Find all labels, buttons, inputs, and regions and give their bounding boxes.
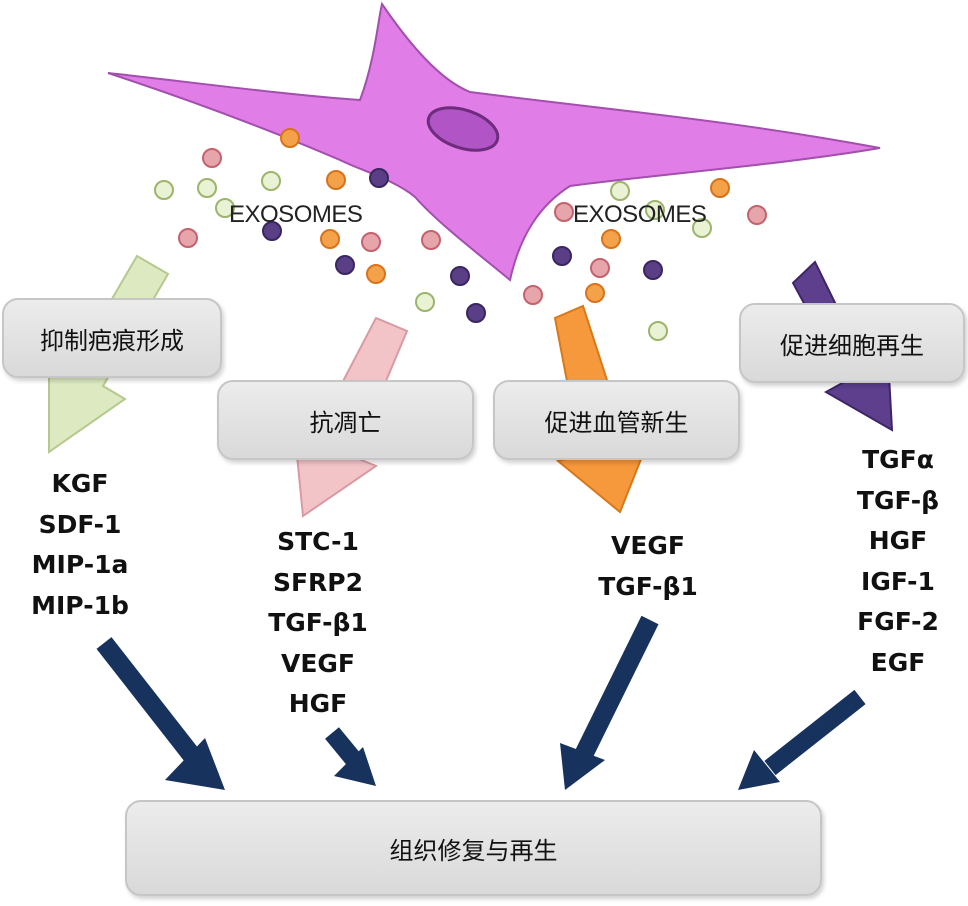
factor-item: TGF-β — [856, 485, 940, 515]
box-inhibit-scar: 抑制疤痕形成 — [2, 298, 222, 378]
factor-list-scar: KGF SDF-1 MIP-1a MIP-1b — [5, 464, 155, 626]
exosome-particle — [178, 228, 198, 248]
box-angiogenesis: 促进血管新生 — [493, 380, 740, 460]
nucleus — [426, 106, 500, 152]
exosome-particle — [710, 178, 730, 198]
exosomes-label-right: EXOSOMES — [573, 201, 707, 228]
factor-item: SFRP2 — [272, 567, 364, 597]
exosome-particle — [154, 180, 174, 200]
factor-item: TGF-β1 — [598, 571, 698, 601]
exosome-particle — [280, 128, 300, 148]
factor-item: IGF-1 — [861, 566, 935, 596]
exosome-particle — [326, 170, 346, 190]
factor-item: VEGF — [610, 531, 686, 560]
exosome-particle — [747, 205, 767, 225]
exosome-particle — [197, 178, 217, 198]
factor-item: HGF — [868, 526, 928, 555]
box-anti-apoptosis: 抗凋亡 — [217, 380, 474, 460]
exosome-particle — [645, 200, 665, 220]
factor-item: VEGF — [280, 648, 356, 678]
exosome-particle — [692, 218, 712, 238]
factor-item: MIP-1a — [31, 550, 129, 579]
exosome-particle — [601, 229, 621, 249]
exosome-particle — [369, 168, 389, 188]
factor-item: FGF-2 — [857, 607, 939, 636]
factor-item: HGF — [288, 689, 348, 718]
factor-item: TGFα — [862, 445, 934, 474]
exosome-particle — [320, 229, 340, 249]
exosome-particle — [450, 266, 470, 286]
exosome-particle — [202, 148, 222, 168]
factor-item: MIP-1b — [31, 590, 129, 620]
arrow-repair-3-head — [560, 743, 605, 790]
arrow-repair-4-head — [738, 750, 780, 790]
arrow-repair-4 — [764, 689, 866, 776]
exosome-particle — [262, 221, 282, 241]
arrow-repair-3 — [573, 615, 659, 763]
exosome-particle — [554, 202, 574, 222]
exosome-particle — [421, 230, 441, 250]
exosome-particle — [585, 283, 605, 303]
box-tissue-repair: 组织修复与再生 — [125, 800, 822, 896]
exosome-particle — [643, 260, 663, 280]
arrow-repair-2-head — [334, 747, 376, 786]
arrow-repair-2 — [325, 727, 362, 767]
exosome-particle — [415, 292, 435, 312]
exosome-particle — [335, 255, 355, 275]
exosome-particle — [523, 285, 543, 305]
box-cell-regeneration: 促进细胞再生 — [739, 303, 965, 383]
factor-item: SDF-1 — [38, 509, 122, 539]
exosome-particle — [552, 246, 572, 266]
arrow-repair-1-head — [165, 738, 225, 790]
exosomes-label-left: EXOSOMES — [229, 201, 363, 228]
factor-item: TGF-β1 — [268, 608, 368, 637]
exosome-particle — [361, 232, 381, 252]
factor-item: STC-1 — [277, 527, 359, 556]
exosome-particle — [648, 321, 668, 341]
factor-item: EGF — [870, 647, 926, 677]
exosome-particle — [261, 171, 281, 191]
exosome-particle — [610, 181, 630, 201]
exosome-particle — [215, 198, 235, 218]
factor-list-angiogenesis: VEGF TGF-β1 — [573, 526, 723, 607]
factor-list-regeneration: TGFα TGF-β HGF IGF-1 FGF-2 EGF — [823, 440, 968, 683]
exosome-particle — [590, 258, 610, 278]
factor-list-apoptosis: STC-1 SFRP2 TGF-β1 VEGF HGF — [243, 522, 393, 725]
exosome-particle — [466, 303, 486, 323]
arrow-repair-1 — [96, 637, 205, 768]
exosome-particles — [154, 128, 767, 341]
exosome-particle — [366, 264, 386, 284]
factor-item: KGF — [51, 469, 109, 498]
